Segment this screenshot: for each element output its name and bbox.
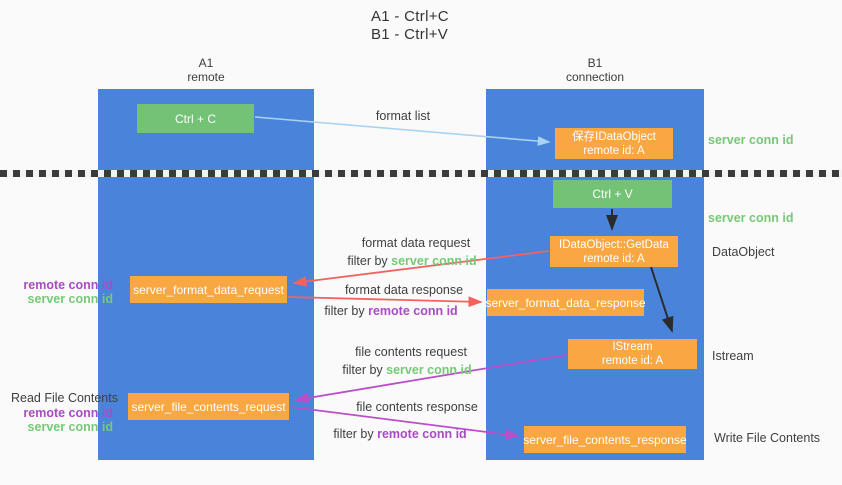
label-write-file-contents: Write File Contents xyxy=(714,431,821,445)
label-server-conn-id-left-2: server conn id xyxy=(27,420,113,434)
filter-by-text-1: filter by xyxy=(347,254,392,268)
label-remote-conn-id-left-1: remote conn id xyxy=(23,278,113,292)
arrow-file-contents-request xyxy=(294,354,567,404)
label-dataobject: DataObject xyxy=(712,245,775,259)
remote-conn-id-text-2: remote conn id xyxy=(377,427,467,441)
node-ctrl-v-label: Ctrl + V xyxy=(592,187,633,201)
column-header-b1: B1 connection xyxy=(535,56,655,84)
label-file-contents-request: file contents request xyxy=(355,345,467,359)
label-format-list: format list xyxy=(375,109,431,123)
filter-by-text-2: filter by xyxy=(324,304,369,318)
node-save-idataobject-line2: remote id: A xyxy=(583,144,645,157)
node-getdata-line1: IDataObject::GetData xyxy=(559,238,669,251)
label-server-conn-id-left-1: server conn id xyxy=(27,292,113,306)
label-istream: Istream xyxy=(712,349,754,363)
node-server-format-data-request-label: server_format_data_request xyxy=(133,282,284,297)
arrow-format-list xyxy=(254,116,551,146)
label-file-contents-response: file contents response xyxy=(356,400,478,414)
node-server-file-contents-request: server_file_contents_request xyxy=(128,393,289,420)
column-b1-subtitle: connection xyxy=(565,70,625,84)
label-read-file-contents: Read File Contents xyxy=(10,391,118,405)
node-server-format-data-request: server_format_data_request xyxy=(130,276,287,303)
column-a1-name: A1 xyxy=(198,56,214,70)
node-getdata-line2: remote id: A xyxy=(583,252,645,265)
server-conn-id-text-1: server conn id xyxy=(391,254,477,268)
node-ctrl-c-label: Ctrl + C xyxy=(174,111,216,126)
node-server-file-contents-response-label: server_file_contents_response xyxy=(523,432,687,447)
column-b1-name: B1 xyxy=(587,56,603,70)
section-divider-dotted-line xyxy=(0,170,842,177)
diagram-title: A1 - Ctrl+C B1 - Ctrl+V xyxy=(371,8,449,44)
label-filter-by-server-conn-id-1: filter by server conn id xyxy=(347,254,476,268)
column-a1-subtitle: remote xyxy=(187,70,225,84)
label-filter-by-server-conn-id-2: filter by server conn id xyxy=(342,363,471,377)
label-format-data-response: format data response xyxy=(344,283,464,297)
remote-conn-id-text-1: remote conn id xyxy=(368,304,458,318)
title-line-2: B1 - Ctrl+V xyxy=(371,26,449,43)
label-format-data-request: format data request xyxy=(361,236,471,250)
server-conn-id-text-2: server conn id xyxy=(386,363,472,377)
column-header-a1: A1 remote xyxy=(146,56,266,84)
arrow-format-data-request xyxy=(292,250,550,287)
filter-by-text-4: filter by xyxy=(333,427,378,441)
node-server-format-data-response: server_format_data_response xyxy=(485,289,646,316)
node-save-idataobject: 保存IDataObject remote id: A xyxy=(555,128,673,159)
label-filter-by-remote-conn-id-1: filter by remote conn id xyxy=(324,304,457,318)
node-server-file-contents-request-label: server_file_contents_request xyxy=(131,399,286,414)
title-line-1: A1 - Ctrl+C xyxy=(371,8,449,25)
node-istream-line1: IStream xyxy=(612,341,653,353)
filter-by-text-3: filter by xyxy=(342,363,387,377)
arrow-format-data-response xyxy=(287,296,483,308)
node-idataobject-getdata: IDataObject::GetData remote id: A xyxy=(550,236,678,267)
node-server-format-data-response-label: server_format_data_response xyxy=(485,295,646,310)
node-istream-line2: remote id: A xyxy=(601,355,664,367)
node-istream: IStream remote id: A xyxy=(568,339,697,369)
arrow-file-contents-response xyxy=(290,406,520,440)
node-ctrl-v: Ctrl + V xyxy=(553,180,672,208)
arrow-getdata-to-istream xyxy=(650,266,674,333)
label-filter-by-remote-conn-id-2: filter by remote conn id xyxy=(333,427,466,441)
label-server-conn-id-right-mid: server conn id xyxy=(708,211,794,225)
node-ctrl-c: Ctrl + C xyxy=(137,104,254,133)
node-save-idataobject-line1: 保存IDataObject xyxy=(572,130,656,143)
node-server-file-contents-response: server_file_contents_response xyxy=(523,426,687,453)
label-remote-conn-id-left-2: remote conn id xyxy=(23,406,113,420)
label-server-conn-id-right-top: server conn id xyxy=(708,133,794,147)
